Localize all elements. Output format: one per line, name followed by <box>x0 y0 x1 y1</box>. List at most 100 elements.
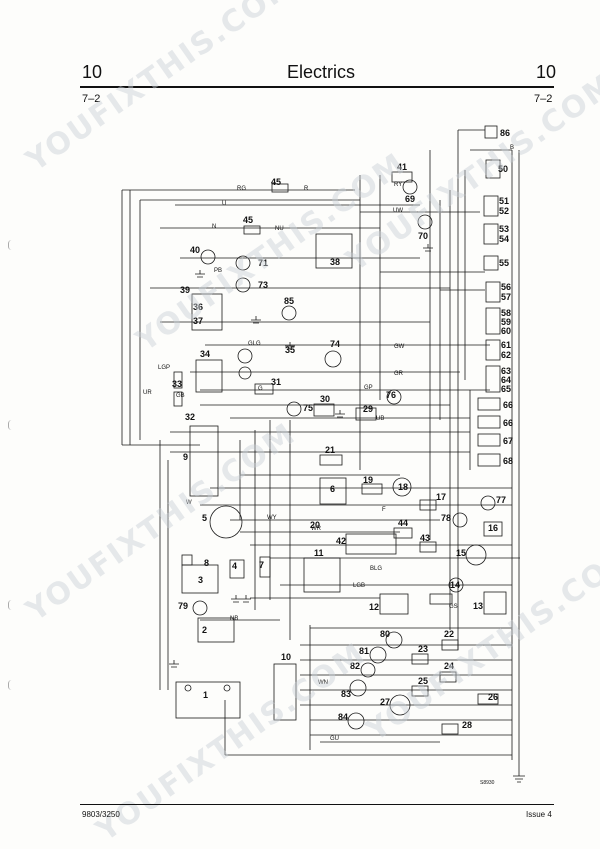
component-label: 20 <box>310 520 321 530</box>
component-label: 56 <box>501 282 512 292</box>
wire-code: NB <box>230 616 239 622</box>
component-label: 34 <box>200 349 211 359</box>
wire-code: GLG <box>248 341 261 347</box>
chapter-number-left: 10 <box>82 62 103 82</box>
component-label: 51 <box>499 196 510 206</box>
wire-code: WY <box>267 515 277 521</box>
component-label: 7 <box>259 560 265 570</box>
wire-code: GB <box>176 393 185 399</box>
component-label: 66 <box>503 418 514 428</box>
component-label: 68 <box>503 456 514 466</box>
component-label: 67 <box>503 436 514 446</box>
wire-code: UR <box>143 390 152 396</box>
component-label: 66 <box>503 400 514 410</box>
component-label: 11 <box>314 548 324 558</box>
component-label: 16 <box>488 523 499 533</box>
component-label: 31 <box>271 377 282 387</box>
component-label: 58 <box>501 308 512 318</box>
component-label: 50 <box>498 164 509 174</box>
component-label: 59 <box>501 317 512 327</box>
component-label: 64 <box>501 375 512 385</box>
component-label: 22 <box>444 629 455 639</box>
component-label: 10 <box>281 652 292 662</box>
component-label: 42 <box>336 536 347 546</box>
component-label: 30 <box>320 394 331 404</box>
component-label: 12 <box>369 602 380 612</box>
document-number: 9803/3250 <box>82 810 120 819</box>
wire-code: UW <box>393 208 403 214</box>
component-label: 79 <box>178 601 189 611</box>
component-label: 36 <box>193 302 204 312</box>
component-label: 69 <box>405 194 416 204</box>
wire-code: W <box>186 500 192 506</box>
component-label: 78 <box>441 513 452 523</box>
wire-code: G <box>258 386 263 392</box>
component-label: 18 <box>398 482 409 492</box>
component-label: 86 <box>500 128 511 138</box>
component-label: 74 <box>330 339 341 349</box>
component-label: 26 <box>488 692 499 702</box>
component-label: 40 <box>190 245 201 255</box>
wire-code: N <box>212 224 217 230</box>
component-label: 43 <box>420 533 431 543</box>
component-label: 45 <box>243 215 254 225</box>
header-rule <box>80 86 554 88</box>
component-label: 1 <box>203 690 209 700</box>
component-label: 83 <box>341 689 352 699</box>
component-label: 71 <box>258 258 269 268</box>
component-label: 33 <box>172 379 183 389</box>
component-label: 73 <box>258 280 269 290</box>
component-label: 37 <box>193 316 204 326</box>
wire-code: NU <box>275 226 284 232</box>
wire-code: PB <box>214 268 223 274</box>
wire-code: WN <box>318 680 328 686</box>
page-title: Electrics <box>287 62 356 82</box>
wire-code: B <box>510 145 515 151</box>
wire-code: RG <box>237 186 246 192</box>
wire-code: GR <box>394 371 403 377</box>
wire-code: RY <box>394 182 403 188</box>
wire-code: WR <box>311 526 321 532</box>
wire-code: GS <box>449 604 458 610</box>
diagram-reference-code: S8930 <box>480 780 495 786</box>
wire-code: GP <box>364 385 373 391</box>
component-label: 19 <box>363 475 374 485</box>
component-label: 4 <box>232 561 238 571</box>
component-label: 5 <box>202 513 208 523</box>
component-label: 63 <box>501 366 512 376</box>
component-label: 15 <box>456 548 467 558</box>
component-label: 32 <box>185 412 196 422</box>
component-label: 62 <box>501 350 512 360</box>
component-label: 14 <box>450 580 461 590</box>
component-label: 8 <box>204 558 210 568</box>
component-label: 54 <box>499 234 510 244</box>
component-label: 45 <box>271 177 282 187</box>
component-label: 57 <box>501 292 512 302</box>
component-label: 82 <box>350 661 361 671</box>
component-label: 84 <box>338 712 349 722</box>
wire-code: LGP <box>158 365 171 371</box>
component-label: 75 <box>303 403 314 413</box>
wire-code: GU <box>330 736 339 742</box>
binder-mark <box>8 680 15 690</box>
footer-rule <box>80 804 554 805</box>
component-label: 9 <box>183 452 189 462</box>
wire-code: U <box>222 201 227 207</box>
component-label: 60 <box>501 326 512 336</box>
chapter-number-right: 10 <box>536 62 557 82</box>
component-label: 52 <box>499 206 510 216</box>
component-label: 85 <box>284 296 295 306</box>
component-label: 28 <box>462 720 473 730</box>
wire-code: R <box>304 186 309 192</box>
component-label: 81 <box>359 646 370 656</box>
component-label: 27 <box>380 697 391 707</box>
component-label: 13 <box>473 601 484 611</box>
component-label: 41 <box>397 162 408 172</box>
component-label: 24 <box>444 661 455 671</box>
component-label: 76 <box>386 390 397 400</box>
component-label: 38 <box>330 257 341 267</box>
component-label: 35 <box>285 345 296 355</box>
